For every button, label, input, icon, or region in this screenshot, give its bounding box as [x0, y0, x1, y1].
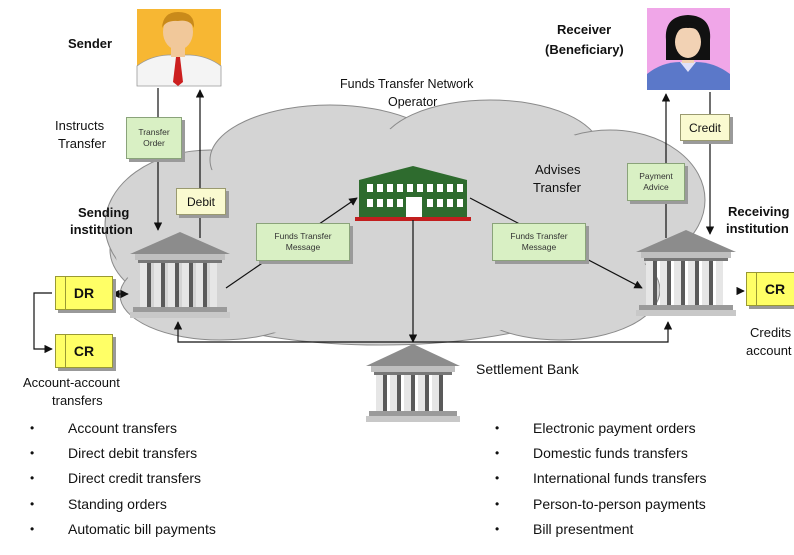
list-item: Direct debit transfers	[30, 444, 216, 469]
receiving-bank-icon	[636, 230, 736, 316]
instructs-label: Instructs	[55, 118, 105, 133]
list-item: Standing orders	[30, 495, 216, 520]
list-item: Account transfers	[30, 419, 216, 444]
list-item: International funds transfers	[495, 469, 707, 494]
sender-label: Sender	[68, 36, 113, 51]
operator-building-icon	[355, 166, 471, 221]
operator-sublabel: Operator	[388, 95, 438, 109]
left-bullet-list: Account transfers Direct debit transfers…	[30, 419, 216, 545]
sending-institution-label: Sending	[78, 205, 130, 220]
receiving-institution-sublabel: institution	[726, 221, 789, 236]
ftm-right-line1: Funds Transfer	[510, 231, 568, 241]
list-item: Electronic payment orders	[495, 419, 707, 444]
ftm-left-line2: Message	[285, 242, 321, 252]
list-item: Direct credit transfers	[30, 469, 216, 494]
advises-label: Advises	[535, 162, 581, 177]
receiver-label: Receiver	[557, 22, 612, 37]
list-item: Bill presentment	[495, 520, 707, 545]
sender-avatar	[136, 9, 222, 87]
account-transfers-subcaption: transfers	[52, 393, 103, 408]
sending-bank-icon	[130, 232, 230, 318]
instructs-sublabel: Transfer	[58, 136, 106, 151]
transfer-order-line1: Transfer	[138, 127, 170, 137]
credits-caption: Credits	[750, 325, 792, 340]
ftm-right-line2: Message	[521, 242, 557, 252]
credits-subcaption: account	[746, 343, 792, 358]
credit-tag: Credit	[680, 114, 730, 141]
account-transfers-caption: Account-account	[23, 375, 120, 390]
list-item: Domestic funds transfers	[495, 444, 707, 469]
receiving-institution-label: Receiving	[728, 204, 790, 219]
cr-ledger-right: CR	[746, 272, 794, 306]
advises-sublabel: Transfer	[533, 180, 581, 195]
cr-right-label: CR	[764, 281, 786, 297]
sending-institution-sublabel: institution	[70, 222, 133, 237]
funds-transfer-message-left: Funds Transfer Message	[256, 223, 350, 261]
debit-tag: Debit	[176, 188, 226, 215]
dr-ledger: DR	[55, 276, 113, 310]
transfer-order-line2: Order	[143, 138, 165, 148]
payment-advice-line1: Payment	[639, 171, 673, 181]
list-item: Automatic bill payments	[30, 520, 216, 545]
list-item: Person-to-person payments	[495, 495, 707, 520]
settlement-bank-label: Settlement Bank	[476, 361, 579, 377]
cr-ledger-left: CR	[55, 334, 113, 368]
receiver-avatar	[647, 8, 730, 90]
transfer-order-note: Transfer Order	[126, 117, 182, 159]
payment-advice-note: Payment Advice	[627, 163, 685, 201]
right-bullet-list: Electronic payment orders Domestic funds…	[495, 419, 707, 545]
dr-label: DR	[73, 285, 95, 301]
cr-left-label: CR	[73, 343, 95, 359]
ftm-left-line1: Funds Transfer	[274, 231, 332, 241]
operator-label: Funds Transfer Network	[340, 77, 474, 91]
payment-advice-line2: Advice	[643, 182, 669, 192]
settlement-bank-icon	[366, 344, 460, 422]
receiver-sublabel: (Beneficiary)	[545, 42, 624, 57]
funds-transfer-message-right: Funds Transfer Message	[492, 223, 586, 261]
